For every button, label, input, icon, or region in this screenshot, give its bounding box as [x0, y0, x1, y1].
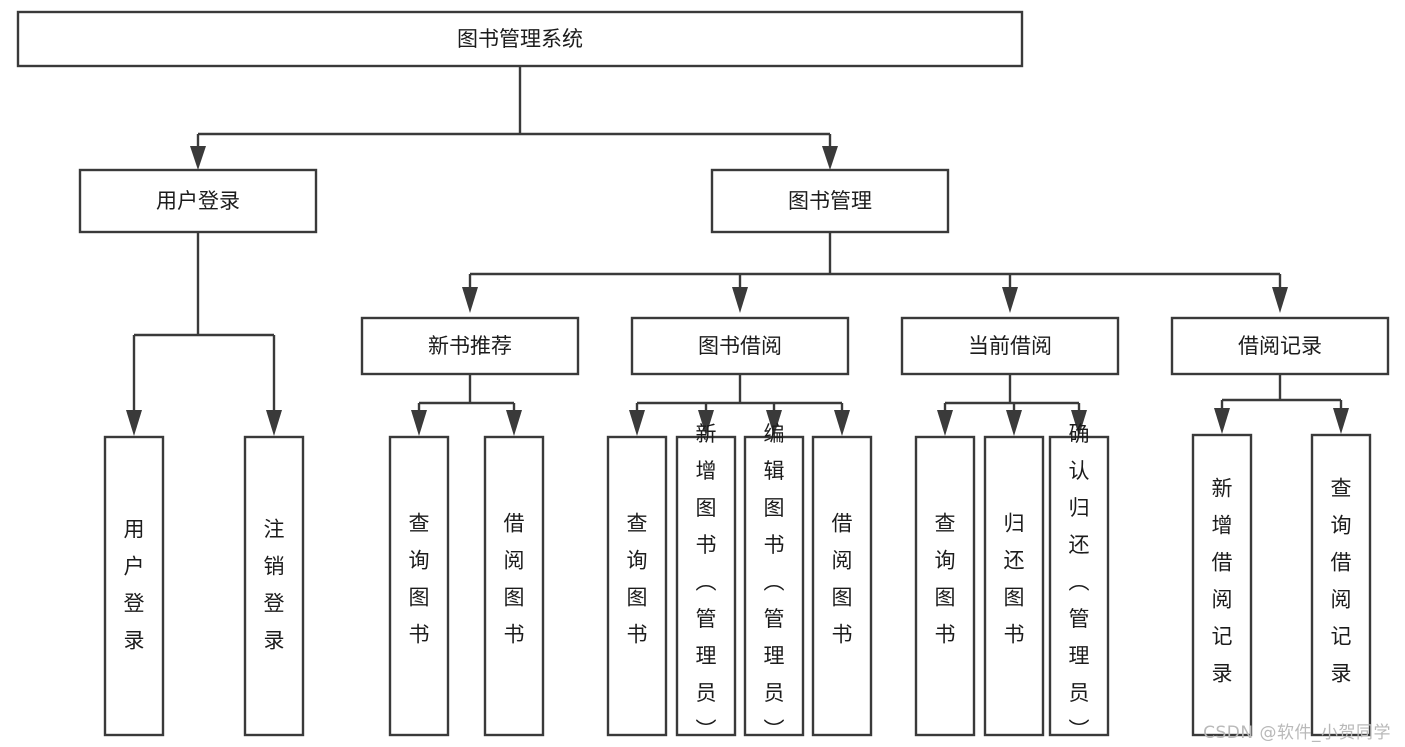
node-leaf-add-book-box[interactable]	[675, 435, 737, 737]
node-leaf-confirm-return-box[interactable]	[1048, 435, 1110, 737]
node-leaf-add-record[interactable]: 新增借阅记录	[1191, 433, 1253, 737]
node-leaf-confirm-return[interactable]: 确认归还︵管理员︶	[1048, 422, 1110, 742]
node-leaf-query-book-1[interactable]: 查询图书	[388, 435, 450, 737]
node-leaf-edit-book[interactable]: 编辑图书︵管理员︶	[743, 422, 805, 742]
node-user-login-box[interactable]	[78, 168, 318, 234]
node-user-login[interactable]: 用户登录	[78, 168, 318, 234]
node-root-box[interactable]	[16, 10, 1024, 68]
node-leaf-borrow-book-1-label: 借阅图书	[504, 512, 525, 647]
node-leaf-user-logout-label: 注销登录	[264, 518, 285, 653]
node-leaf-add-book-label: 新增图书︵管理员︶	[696, 422, 717, 742]
node-leaf-query-book-2-box[interactable]	[606, 435, 668, 737]
node-leaf-user-login-label: 用户登录	[124, 518, 145, 653]
node-leaf-edit-book-box[interactable]	[743, 435, 805, 737]
node-leaf-query-book-2[interactable]: 查询图书	[606, 435, 668, 737]
node-current-borrow-label: 当前借阅	[968, 334, 1052, 358]
node-current-borrow[interactable]: 当前借阅	[900, 316, 1120, 376]
arrow-to-current-borrow	[1002, 287, 1018, 313]
node-leaf-user-logout[interactable]: 注销登录	[243, 435, 305, 737]
arrow-to-new-book-rec	[462, 287, 478, 313]
arrow-to-leaf-add-book	[698, 410, 714, 436]
node-new-book-rec-label: 新书推荐	[428, 334, 512, 358]
node-book-borrow[interactable]: 图书借阅	[630, 316, 850, 376]
csdn-watermark: CSDN @软件_小贺同学	[1203, 723, 1391, 743]
connector-layer	[126, 66, 1349, 436]
arrow-to-leaf-borrow-book-1	[506, 410, 522, 436]
arrow-to-user-login	[190, 146, 206, 170]
node-leaf-return-book-label: 归还图书	[1004, 512, 1025, 647]
node-leaf-query-record-label: 查询借阅记录	[1331, 477, 1352, 686]
node-leaf-query-book-1-box[interactable]	[388, 435, 450, 737]
node-book-borrow-label: 图书借阅	[698, 334, 782, 358]
node-book-manage-label: 图书管理	[788, 189, 872, 213]
node-root-label: 图书管理系统	[457, 27, 583, 51]
node-leaf-borrow-book-1-box[interactable]	[483, 435, 545, 737]
arrow-to-book-manage	[822, 146, 838, 170]
arrow-to-leaf-query-record	[1333, 408, 1349, 434]
arrow-to-leaf-query-book-3	[937, 410, 953, 436]
node-leaf-query-book-3-box[interactable]	[914, 435, 976, 737]
arrow-to-leaf-borrow-book-2	[834, 410, 850, 436]
node-new-book-rec-box[interactable]	[360, 316, 580, 376]
node-book-manage[interactable]: 图书管理	[710, 168, 950, 234]
node-borrow-record-label: 借阅记录	[1238, 334, 1322, 358]
arrow-to-leaf-user-logout	[266, 410, 282, 436]
node-leaf-borrow-book-2-label: 借阅图书	[832, 512, 853, 647]
node-book-manage-box[interactable]	[710, 168, 950, 234]
node-leaf-query-book-1-label: 查询图书	[409, 512, 430, 647]
node-current-borrow-box[interactable]	[900, 316, 1120, 376]
node-root[interactable]: 图书管理系统	[16, 10, 1024, 68]
node-leaf-user-login[interactable]: 用户登录	[103, 435, 165, 737]
arrow-to-leaf-add-record	[1214, 408, 1230, 434]
node-leaf-return-book-box[interactable]	[983, 435, 1045, 737]
node-borrow-record[interactable]: 借阅记录	[1170, 316, 1390, 376]
arrow-to-leaf-query-book-1	[411, 410, 427, 436]
arrow-to-leaf-confirm-return	[1071, 410, 1087, 436]
node-leaf-user-login-box[interactable]	[103, 435, 165, 737]
node-leaf-user-logout-box[interactable]	[243, 435, 305, 737]
node-leaf-query-record[interactable]: 查询借阅记录	[1310, 433, 1372, 737]
node-leaf-query-record-box[interactable]	[1310, 433, 1372, 737]
node-borrow-record-box[interactable]	[1170, 316, 1390, 376]
arrow-to-leaf-return-book	[1006, 410, 1022, 436]
node-leaf-return-book[interactable]: 归还图书	[983, 435, 1045, 737]
arrow-to-leaf-user-login	[126, 410, 142, 436]
node-user-login-label: 用户登录	[156, 189, 240, 213]
arrow-to-book-borrow	[732, 287, 748, 313]
node-leaf-edit-book-label: 编辑图书︵管理员︶	[764, 422, 785, 742]
node-leaf-borrow-book-2-box[interactable]	[811, 435, 873, 737]
node-leaf-add-book[interactable]: 新增图书︵管理员︶	[675, 422, 737, 742]
node-leaf-borrow-book-1[interactable]: 借阅图书	[483, 435, 545, 737]
arrow-to-borrow-record	[1272, 287, 1288, 313]
node-leaf-query-book-3[interactable]: 查询图书	[914, 435, 976, 737]
node-leaf-add-record-label: 新增借阅记录	[1212, 477, 1233, 686]
node-leaf-confirm-return-label: 确认归还︵管理员︶	[1069, 422, 1090, 742]
arrow-to-leaf-query-book-2	[629, 410, 645, 436]
node-leaf-query-book-3-label: 查询图书	[935, 512, 956, 647]
node-leaf-query-book-2-label: 查询图书	[627, 512, 648, 647]
arrow-to-leaf-edit-book	[766, 410, 782, 436]
node-book-borrow-box[interactable]	[630, 316, 850, 376]
node-leaf-add-record-box[interactable]	[1191, 433, 1253, 737]
node-leaf-borrow-book-2[interactable]: 借阅图书	[811, 435, 873, 737]
node-new-book-rec[interactable]: 新书推荐	[360, 316, 580, 376]
